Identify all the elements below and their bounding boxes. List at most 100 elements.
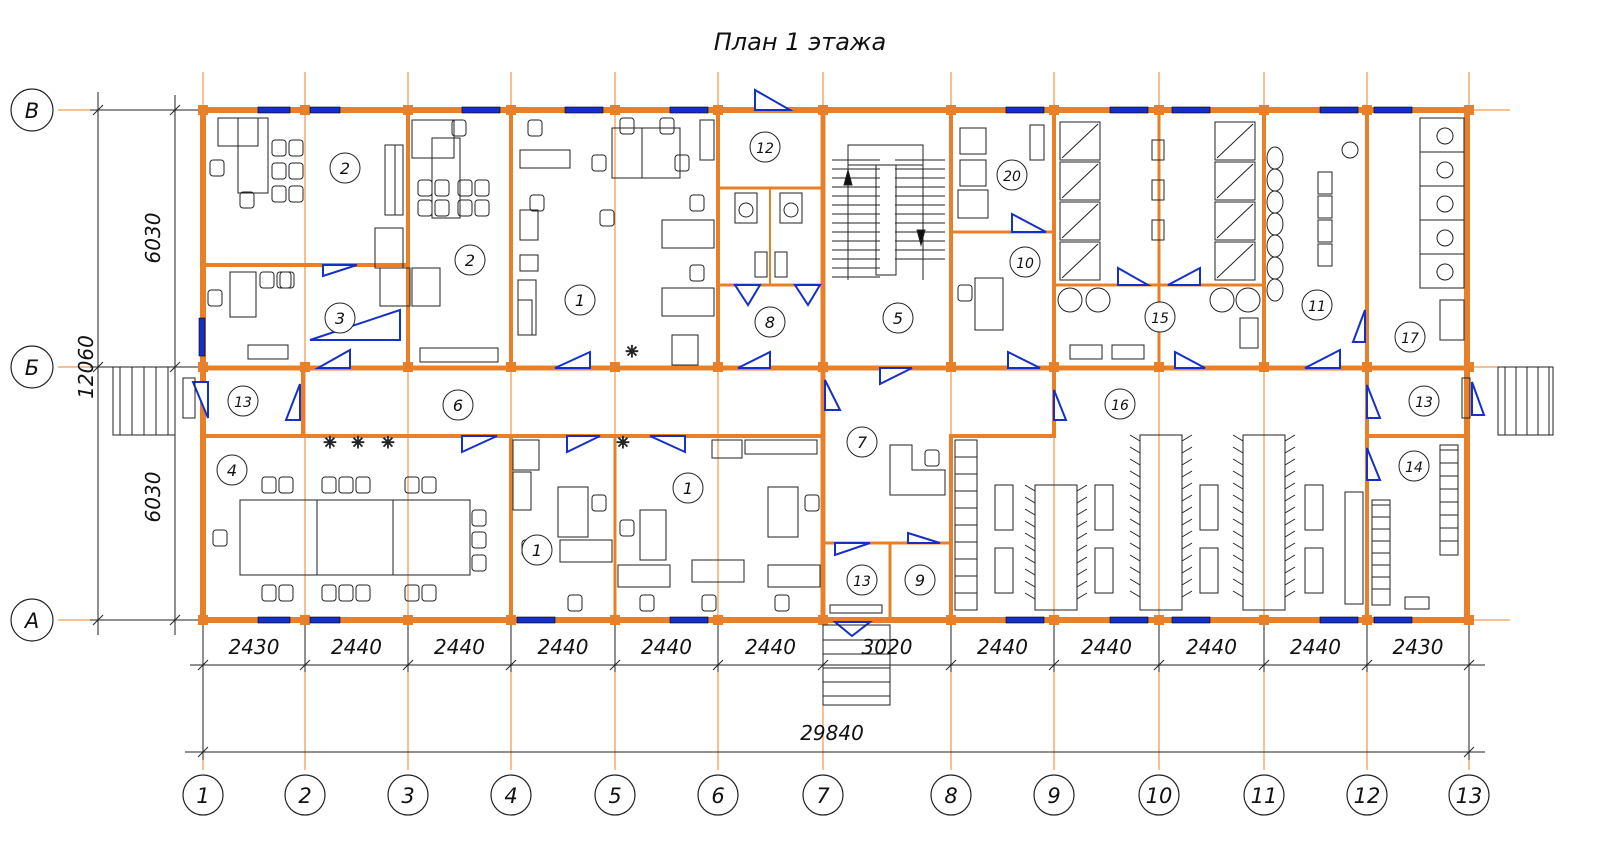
bench-line (1129, 506, 1141, 514)
room-marker-r4: 1 (564, 284, 596, 316)
furniture-item (1057, 287, 1083, 313)
axis-bubble-row-0: В (10, 88, 54, 132)
door (1007, 350, 1041, 369)
bench-line (1284, 578, 1296, 586)
axis-label: В (25, 99, 39, 123)
chair (619, 519, 635, 537)
window (1109, 106, 1149, 114)
chair (434, 179, 450, 197)
bench-line (1284, 542, 1296, 550)
span-dimension: 2440 (331, 635, 382, 659)
bench-line (1232, 494, 1244, 502)
doors (191, 88, 1486, 638)
column (198, 615, 208, 625)
bench-line (1129, 566, 1141, 574)
dim-tick (945, 659, 957, 671)
axis-bubble-row-1: Б (10, 345, 54, 389)
furniture-item (641, 127, 681, 179)
column (610, 362, 620, 372)
door (1174, 350, 1206, 369)
span-dimension: 2440 (1186, 635, 1237, 659)
window (1319, 106, 1359, 114)
column (506, 615, 516, 625)
door (461, 435, 498, 454)
bench-line (1181, 518, 1193, 526)
room-label: 4 (227, 461, 237, 480)
column (1464, 362, 1474, 372)
axis-bubble-8: 8 (930, 774, 972, 816)
bench-line (1181, 470, 1193, 478)
door (793, 284, 822, 307)
chair (355, 584, 371, 602)
bench-line (1129, 470, 1141, 478)
furniture-item (1317, 171, 1333, 195)
urinal (1266, 168, 1284, 192)
furniture-item (1214, 241, 1256, 281)
door (832, 621, 873, 638)
window (516, 616, 556, 624)
bench-line (1181, 482, 1193, 490)
room-label: 17 (1401, 331, 1419, 347)
room-label: 13 (234, 395, 252, 411)
window (1171, 616, 1211, 624)
column (610, 615, 620, 625)
furniture-item (671, 334, 699, 366)
room-label: 1 (683, 479, 693, 498)
furniture-item (1094, 484, 1114, 531)
room-marker-r9: 10 (1009, 246, 1041, 278)
furniture-item (517, 279, 537, 336)
door (907, 531, 941, 544)
furniture-item (1439, 444, 1459, 556)
door (1351, 309, 1366, 343)
bench-line (1181, 494, 1193, 502)
furniture-item (617, 564, 671, 588)
bench-line (1129, 554, 1141, 562)
axis-label: 6 (711, 784, 724, 808)
room-label: 5 (893, 309, 903, 328)
chair (421, 476, 437, 494)
dim-tick (1361, 659, 1373, 671)
room-marker-r21: 13 (846, 564, 878, 596)
axis-label: 4 (504, 784, 517, 808)
dim-tick (1153, 659, 1165, 671)
door (566, 435, 601, 454)
bench-line (1076, 580, 1088, 588)
axis-bubble-7: 7 (802, 774, 844, 816)
room-label: 1 (575, 291, 585, 310)
bench-line (1129, 518, 1141, 526)
furniture-item (237, 117, 269, 194)
bench-line (1024, 580, 1036, 588)
column (1259, 615, 1269, 625)
bench-line (1129, 530, 1141, 538)
column (1154, 615, 1164, 625)
bench-line (1076, 520, 1088, 528)
furniture-item (611, 127, 643, 179)
chair (421, 584, 437, 602)
room-label: 10 (1016, 256, 1034, 272)
door (824, 379, 842, 411)
chair (288, 162, 304, 180)
door (1167, 266, 1201, 286)
chair (288, 185, 304, 203)
room-label: 2 (465, 251, 475, 270)
room-label: 9 (915, 571, 925, 590)
bench-line (1181, 434, 1193, 442)
chair (417, 199, 433, 217)
furniture-item (994, 547, 1014, 594)
furniture-item (847, 144, 924, 166)
bench-line (1284, 590, 1296, 598)
column (1049, 362, 1059, 372)
chair (529, 194, 545, 212)
room-marker-r7: 5 (882, 302, 914, 334)
furniture-item (699, 119, 715, 161)
room-marker-r13: 13 (227, 385, 259, 417)
dim-tick (299, 659, 311, 671)
door (1366, 384, 1382, 419)
furniture-item (559, 539, 613, 563)
furniture-item (829, 604, 883, 614)
windows (198, 106, 1413, 624)
chair (599, 209, 615, 227)
shower-diag (1061, 243, 1099, 279)
bench-line (1024, 568, 1036, 576)
